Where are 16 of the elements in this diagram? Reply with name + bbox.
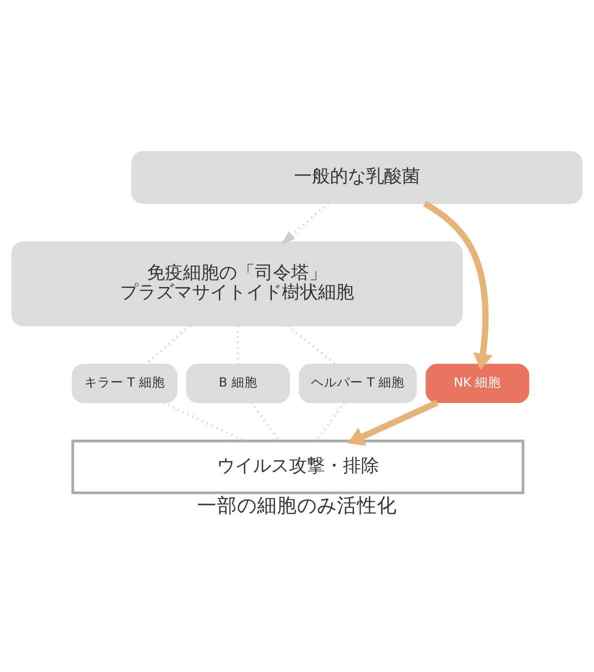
- node-box: ヘルパー T 細胞: [298, 363, 417, 403]
- connector: [250, 402, 280, 442]
- connector: [145, 324, 191, 364]
- arrow: [348, 399, 438, 446]
- connector: [315, 402, 346, 442]
- node-box: NK 細胞: [426, 363, 530, 403]
- node-box: ウイルス攻撃・排除: [71, 439, 524, 494]
- arrow: [281, 202, 330, 244]
- node-box: 免疫細胞の「司令塔」 プラズマサイトイド樹状細胞: [12, 240, 463, 326]
- arrow: [422, 200, 493, 370]
- connector: [287, 324, 336, 365]
- node-box: B 細胞: [186, 363, 290, 403]
- node-box: キラー T 細胞: [72, 363, 178, 403]
- connector: [162, 400, 246, 442]
- node-box: 一般的な乳酸菌: [131, 150, 582, 204]
- caption: 一部の細胞のみ活性化: [197, 494, 397, 517]
